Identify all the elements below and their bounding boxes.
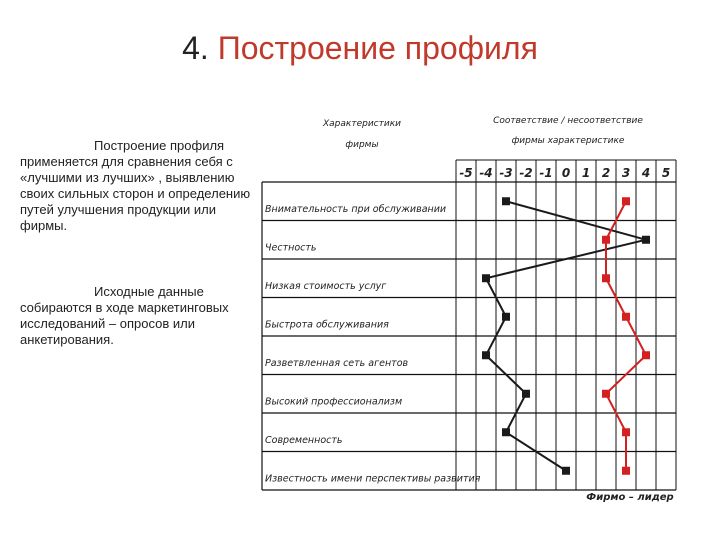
category-label: Быстрота обслуживания	[265, 320, 389, 331]
leader-series-line	[604, 200, 648, 471]
category-label: Современность	[265, 435, 343, 446]
header-characteristics-line2: фирмы	[345, 140, 378, 150]
slide-number: 4.	[182, 30, 209, 66]
scale-tick-label: 0	[562, 166, 570, 180]
firm-data-point	[482, 274, 490, 283]
leader-data-point	[642, 351, 650, 360]
scale-tick-label: -2	[519, 166, 532, 180]
scale-tick-label: 5	[662, 166, 670, 180]
slide-title: 4. Построение профиля	[0, 28, 720, 68]
category-label: Известность имени перспективы развития	[265, 474, 481, 485]
firm-data-point	[502, 428, 510, 437]
scale-tick-label: 2	[602, 166, 610, 180]
legend-leader-label: Фирмо – лидер	[586, 492, 673, 503]
leader-data-point	[602, 235, 610, 244]
scale-tick-label: -5	[459, 166, 472, 180]
data-source-paragraph: Исходные данные собираются в ходе маркет…	[20, 284, 252, 348]
category-label: Разветвленная сеть агентов	[265, 358, 409, 369]
firm-series-line	[484, 200, 647, 472]
category-label: Внимательность при обслуживании	[265, 204, 446, 215]
scale-tick-label: 3	[622, 166, 630, 180]
firm-data-point	[502, 197, 510, 206]
scale-tick-label: -3	[499, 166, 512, 180]
leader-data-point	[622, 466, 630, 475]
slide-title-text: Построение профиля	[217, 30, 538, 66]
leader-data-point	[602, 274, 610, 283]
scale-tick-label: 4	[641, 166, 650, 180]
intro-paragraph: Построение профиля применяется для сравн…	[20, 138, 252, 234]
category-label: Низкая стоимость услуг	[265, 281, 387, 292]
leader-data-point	[622, 197, 630, 206]
scale-tick-label: 1	[582, 166, 590, 180]
firm-data-point	[482, 351, 490, 360]
scale-tick-label: -1	[539, 166, 552, 180]
intro-paragraph-text: Построение профиля применяется для сравн…	[20, 138, 251, 233]
header-characteristics-line1: Характеристики	[322, 119, 401, 129]
leader-data-point	[622, 428, 630, 437]
firm-data-point	[562, 466, 570, 475]
firm-data-point	[522, 389, 530, 398]
leader-data-point	[602, 389, 610, 398]
data-source-paragraph-text: Исходные данные собираются в ходе маркет…	[20, 284, 229, 347]
leader-data-point	[622, 312, 630, 321]
scale-tick-label: -4	[479, 166, 492, 180]
header-match-line2: фирмы характеристике	[512, 136, 625, 146]
category-label: Высокий профессионализм	[265, 397, 402, 408]
firm-data-point	[502, 312, 510, 321]
firm-data-point	[642, 235, 650, 244]
header-match-line1: Соответствие / несоответствие	[493, 116, 643, 126]
category-label: Честность	[265, 243, 317, 254]
